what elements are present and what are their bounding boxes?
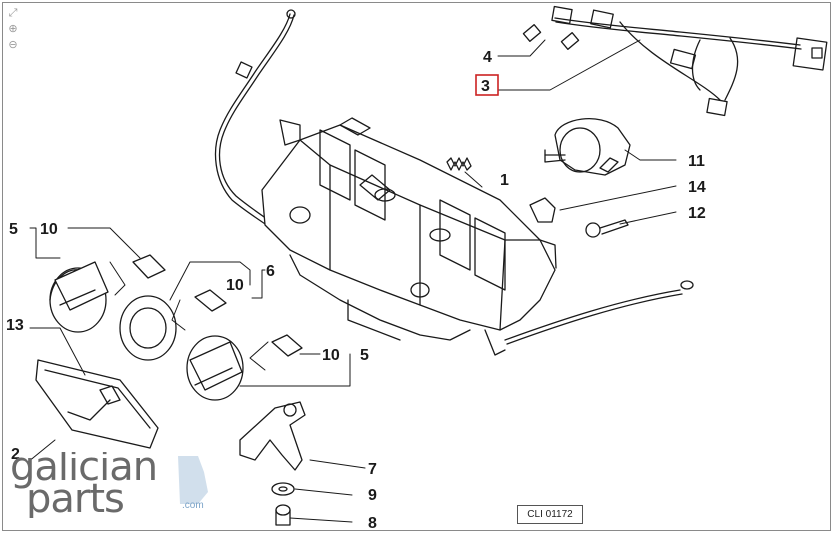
callout-7: 7: [368, 461, 377, 478]
callout-2: 2: [11, 446, 20, 463]
callout-6: 6: [266, 263, 275, 280]
control-knob-left: [49, 261, 109, 333]
heater-control-body: [261, 117, 557, 356]
zoom-out-icon[interactable]: ⊖: [8, 39, 18, 51]
callout-10-lower: 10: [322, 347, 340, 364]
zoom-toolbar: ⤢ ⊕ ⊖: [6, 6, 24, 54]
callout-5-upper: 5: [9, 221, 18, 238]
control-knob-middle: [119, 295, 177, 361]
watermark-logo: galician parts .com: [8, 444, 218, 522]
spring-part-1: [446, 157, 472, 171]
screw-part-8: [275, 504, 291, 526]
screw-part-12: [585, 219, 629, 238]
logo-line-1: galician: [10, 452, 157, 490]
callout-9: 9: [368, 487, 377, 504]
control-cable-upper: [214, 9, 296, 239]
lever-part-7: [239, 401, 306, 471]
callout-4: 4: [483, 49, 492, 66]
leader-lines: [27, 39, 677, 523]
callout-1: 1: [500, 172, 509, 189]
ground-cable: [504, 280, 694, 345]
clip-part-14: [529, 197, 556, 223]
callout-14: 14: [688, 179, 706, 196]
callout-11: 11: [688, 153, 705, 170]
knob-insert-10c: [271, 334, 303, 357]
terminal-part-4: [522, 24, 580, 50]
knob-insert-10b: [194, 289, 227, 312]
fit-to-window-icon[interactable]: ⤢: [8, 7, 18, 19]
zoom-in-icon[interactable]: ⊕: [8, 23, 18, 35]
callout-10-upper: 10: [40, 221, 58, 238]
callout-3-highlight: [475, 74, 499, 96]
reference-code-label: CLI 01172: [517, 505, 583, 524]
callout-5-lower: 5: [360, 347, 369, 364]
callout-3: 3: [481, 78, 490, 95]
washer-part-9: [271, 482, 295, 496]
logo-suffix: .com: [182, 500, 204, 511]
control-knob-right: [186, 335, 244, 401]
knob-insert-10a: [132, 254, 166, 279]
logo-line-2: parts: [26, 476, 124, 518]
logo-map-shape: [178, 456, 208, 504]
callout-8: 8: [368, 515, 377, 532]
blower-resistor-part-11: [544, 118, 631, 176]
light-guide-part-2: [35, 359, 159, 449]
wiring-harness-part-3: [551, 5, 828, 117]
callout-12: 12: [688, 205, 706, 222]
callout-10-middle: 10: [226, 277, 244, 294]
callout-13: 13: [6, 317, 24, 334]
